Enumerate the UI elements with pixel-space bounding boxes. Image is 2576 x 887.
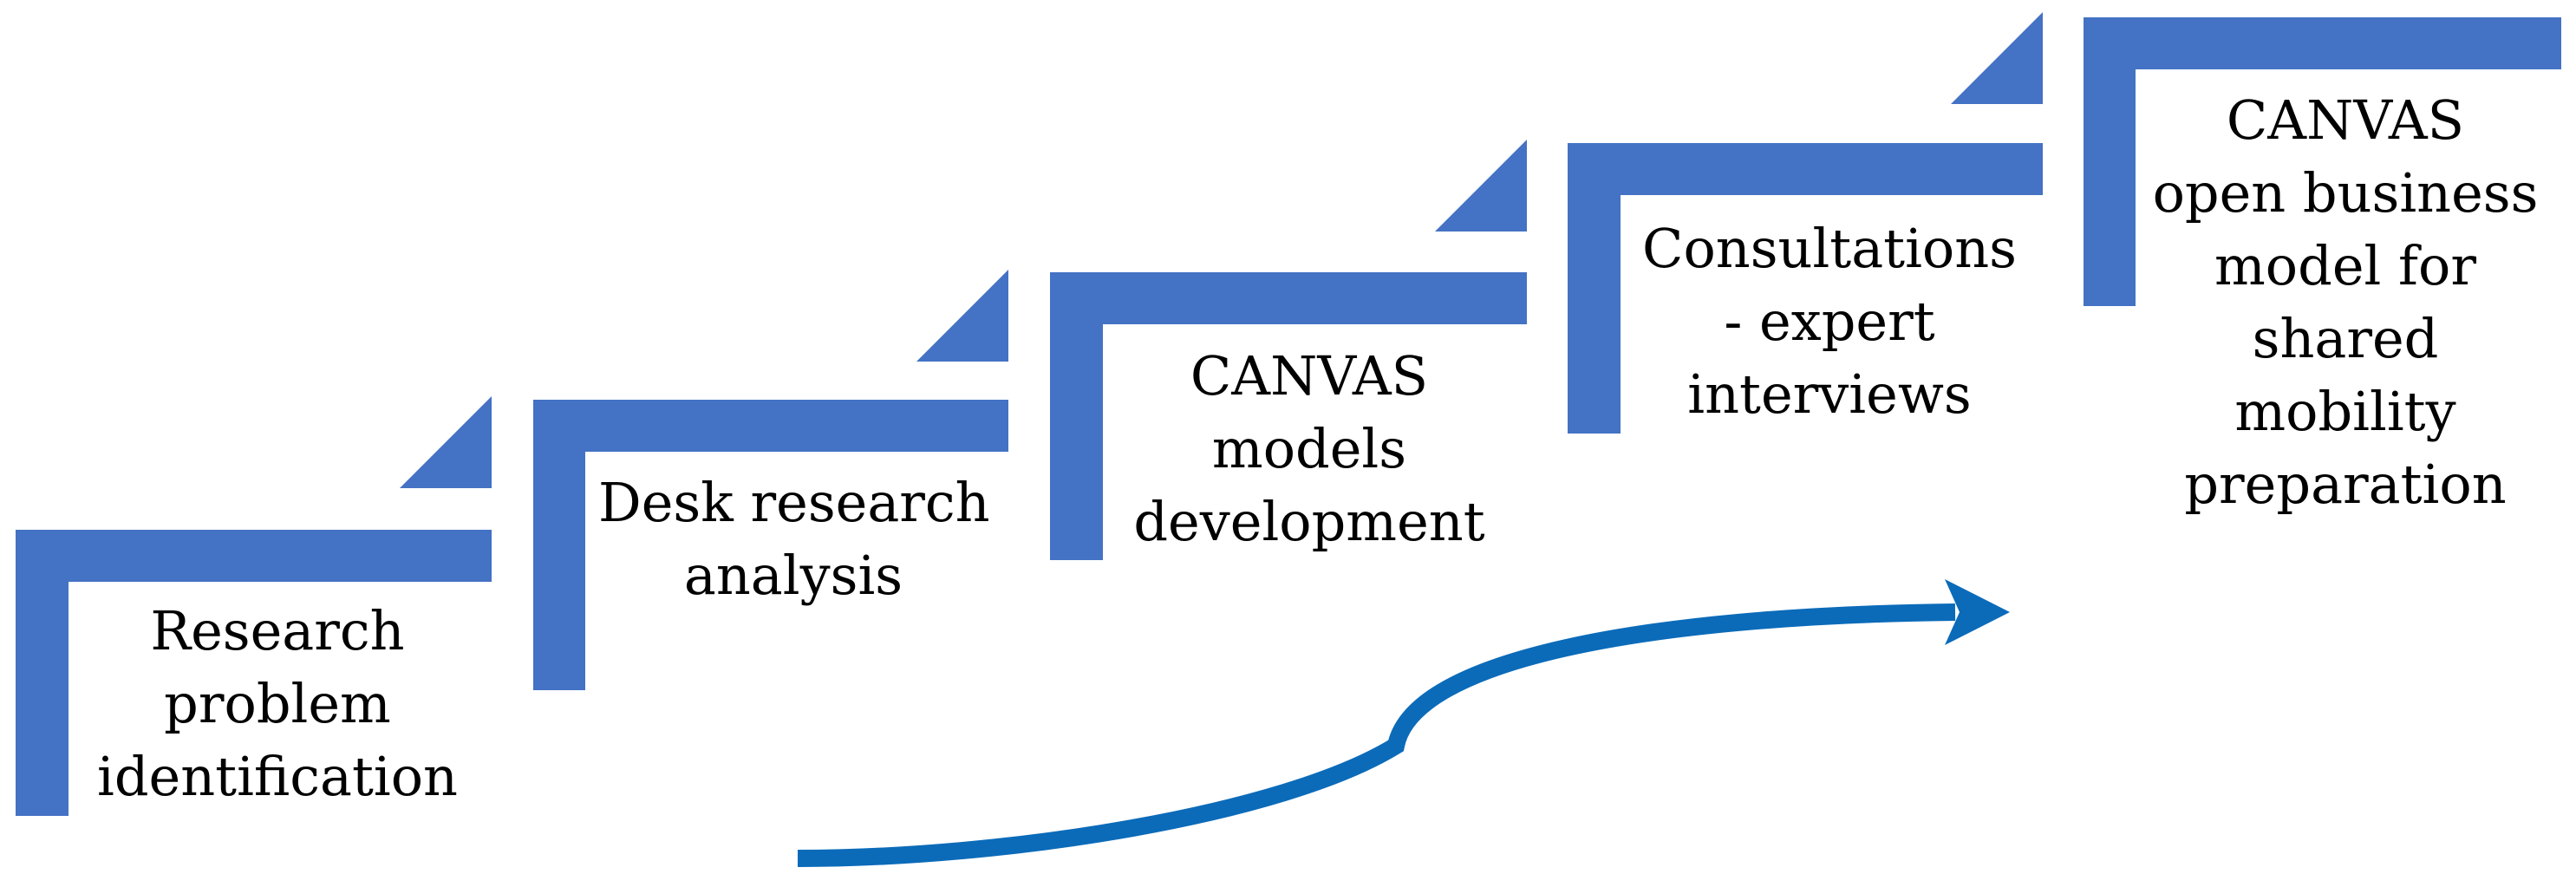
step-3-corner-triangle (1435, 140, 1527, 232)
step-5-line-3: model for (2214, 234, 2476, 297)
progress-arrow-curve (797, 603, 1956, 867)
step-4-bracket (1568, 143, 2043, 434)
step-1-bracket (16, 530, 492, 816)
step-5-bracket (2084, 17, 2561, 306)
step-1-label: Research problem identification (82, 595, 473, 813)
step-1-line-3: identification (97, 745, 458, 808)
step-2-bracket (533, 400, 1008, 690)
step-4-line-3: interviews (1687, 362, 1972, 426)
step-2-line-2: analysis (683, 544, 903, 607)
step-2-shape (533, 270, 1008, 690)
step-3-line-2: models (1211, 417, 1407, 480)
step-4-shape (1568, 12, 2043, 434)
step-1-line-1: Research (150, 599, 405, 662)
step-4-label: Consultations - expert interviews (1630, 212, 2029, 431)
step-2-corner-triangle (916, 270, 1008, 362)
step-1-line-2: problem (164, 672, 391, 735)
step-5-label: CANVAS open business model for shared mo… (2142, 84, 2549, 521)
step-1-corner-triangle (400, 396, 492, 488)
step-4-line-2: - expert (1724, 290, 1935, 353)
step-5-shape (2084, 17, 2561, 306)
step-5-line-6: preparation (2184, 453, 2507, 516)
curved-arrow-right-icon (797, 579, 2010, 867)
step-4-corner-triangle (1951, 12, 2043, 104)
step-2-label: Desk research analysis (598, 466, 990, 612)
step-5-line-1: CANVAS (2226, 88, 2465, 152)
step-3-label: CANVAS models development (1114, 340, 1504, 558)
step-3-line-3: development (1133, 490, 1485, 553)
step-5-line-2: open business (2152, 161, 2539, 225)
step-5-line-5: mobility (2234, 380, 2456, 443)
step-4-line-1: Consultations (1642, 217, 2017, 280)
progress-arrow-head (1945, 579, 2010, 645)
step-3-bracket (1050, 272, 1527, 560)
step-5-line-4: shared (2252, 307, 2439, 370)
step-3-line-1: CANVAS (1190, 344, 1429, 408)
step-2-line-1: Desk research (598, 471, 990, 534)
step-1-shape (16, 396, 492, 816)
step-3-shape (1050, 140, 1527, 560)
